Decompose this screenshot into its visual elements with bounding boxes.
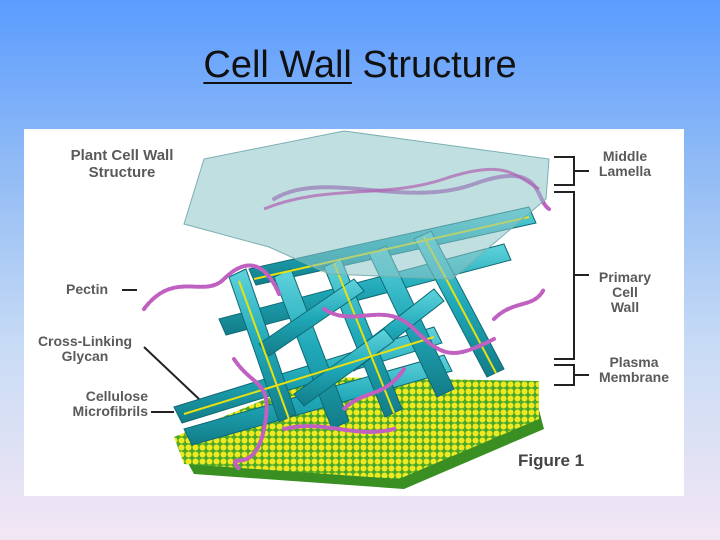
label-cross-linking-glycan: Cross-Linking Glycan (24, 334, 146, 364)
label-pectin: Pectin (66, 281, 109, 297)
slide-title: Cell Wall Structure (0, 44, 720, 87)
middle-lamella-sheet (183, 130, 550, 280)
figure-heading: Plant Cell Wall Structure (52, 147, 192, 181)
label-primary-wall-line2: Cell (612, 284, 638, 300)
figure-heading-line1: Plant Cell Wall (70, 147, 174, 164)
leader-lines (122, 156, 589, 413)
label-cellulose-line2: Microfibrils (72, 403, 148, 419)
label-cellulose-line1: Cellulose (85, 388, 148, 404)
label-cellulose-microfibrils: Cellulose Microfibrils (36, 389, 148, 419)
label-middle-lamella-line1: Middle (602, 148, 648, 164)
cell-wall-figure: Plant Cell Wall Structure Pectin Cross-L… (24, 129, 684, 496)
label-middle-lamella: Middle Lamella (590, 149, 660, 179)
figure-heading-line2: Structure (88, 164, 156, 181)
label-middle-lamella-line2: Lamella (598, 163, 652, 179)
label-plasma-membrane: Plasma Membrane (588, 355, 680, 385)
label-primary-wall-line3: Wall (610, 299, 640, 315)
label-cross-linking-line1: Cross-Linking (37, 333, 133, 349)
label-plasma-line2: Membrane (598, 369, 670, 385)
slide-title-rest: Structure (351, 44, 517, 86)
label-plasma-line1: Plasma (609, 354, 659, 370)
slide-title-underlined: Cell Wall (203, 44, 352, 86)
figure-caption: Figure 1 (518, 451, 585, 470)
label-primary-wall-line1: Primary (598, 269, 652, 285)
label-cross-linking-line2: Glycan (61, 348, 109, 364)
cell-wall-illustration (122, 130, 589, 489)
label-primary-cell-wall: Primary Cell Wall (590, 270, 660, 315)
